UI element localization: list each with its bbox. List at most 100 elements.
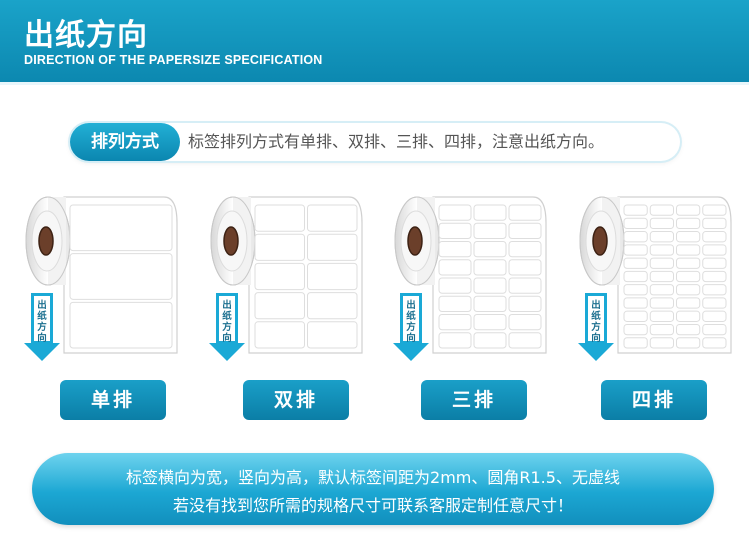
label-cell (649, 231, 674, 243)
label-cell (254, 204, 305, 232)
arrangement-option-4[interactable]: 四排 (601, 380, 707, 420)
feed-direction-char: 出 (591, 299, 601, 311)
label-cell (702, 204, 727, 216)
label-cell (623, 244, 648, 256)
arrangement-option-3[interactable]: 三排 (421, 380, 527, 420)
page-subtitle: DIRECTION OF THE PAPERSIZE SPECIFICATION (24, 53, 323, 67)
label-cell (473, 204, 507, 221)
page-title: 出纸方向 (24, 18, 148, 53)
feed-direction-char: 向 (591, 332, 601, 344)
label-cell (676, 244, 701, 256)
label-cell (676, 337, 701, 349)
label-cell (69, 253, 173, 300)
label-cell (649, 323, 674, 336)
header-banner: 出纸方向 DIRECTION OF THE PAPERSIZE SPECIFIC… (0, 0, 749, 82)
label-cell (676, 270, 701, 283)
roll-core (592, 226, 608, 256)
arrangement-option-1[interactable]: 单排 (60, 380, 166, 420)
label-cell (623, 323, 648, 336)
label-cell (307, 321, 358, 349)
label-cell (508, 314, 542, 331)
label-cell (702, 257, 727, 269)
label-cell (254, 292, 305, 320)
label-cell (649, 337, 674, 349)
feed-direction-char: 纸 (591, 310, 601, 322)
label-cell (702, 231, 727, 243)
label-cell (438, 204, 472, 221)
label-cell (473, 295, 507, 312)
feed-direction-char: 出 (222, 299, 232, 311)
label-cell (702, 284, 727, 296)
label-cell (307, 292, 358, 320)
feed-direction-char: 向 (222, 332, 232, 344)
label-cell (69, 204, 173, 252)
footer-line-2: 若没有找到您所需的规格尺寸可联系客服定制任意尺寸！ (172, 496, 573, 515)
label-cell (473, 222, 507, 239)
label-cell (307, 233, 358, 261)
label-cell (676, 297, 701, 309)
label-cell (254, 262, 305, 291)
label-cell (438, 222, 472, 239)
label-cell (702, 244, 727, 256)
arrangement-tag: 排列方式 (70, 123, 180, 161)
feed-direction-char: 方 (222, 321, 232, 333)
label-cell (702, 323, 727, 336)
feed-direction-char: 纸 (222, 310, 232, 322)
label-cell (473, 277, 507, 294)
label-cell (649, 310, 674, 322)
feed-direction-char: 向 (37, 332, 47, 344)
label-cell (508, 241, 542, 258)
label-cell (649, 270, 674, 283)
label-cell (649, 244, 674, 256)
label-roll-4: 出纸方向 (576, 193, 736, 368)
label-cell (702, 270, 727, 283)
label-cell (623, 217, 648, 230)
label-cell (676, 284, 701, 296)
label-cell (438, 277, 472, 294)
label-cell (623, 231, 648, 243)
feed-direction-char: 纸 (37, 310, 47, 322)
label-roll-1: 出纸方向 (22, 193, 182, 368)
feed-direction-char: 出 (37, 299, 47, 311)
label-cell (508, 332, 542, 349)
label-cell (676, 257, 701, 269)
roll-core (407, 226, 423, 256)
label-cell (473, 241, 507, 258)
arrangement-description: 标签排列方式有单排、双排、三排、四排，注意出纸方向。 (188, 132, 605, 151)
label-cell (508, 204, 542, 221)
label-cell (438, 295, 472, 312)
label-cell (508, 277, 542, 294)
label-cell (676, 231, 701, 243)
header-divider (0, 82, 749, 85)
feed-direction-char: 纸 (406, 310, 416, 322)
label-cell (649, 204, 674, 216)
label-cell (702, 217, 727, 230)
label-cell (702, 337, 727, 349)
label-cell (438, 314, 472, 331)
label-roll-2: 出纸方向 (207, 193, 367, 368)
feed-direction-char: 出 (406, 299, 416, 311)
label-cell (623, 310, 648, 322)
feed-direction-char: 方 (591, 321, 601, 333)
label-cell (508, 222, 542, 239)
label-cell (649, 257, 674, 269)
label-cell (623, 337, 648, 349)
label-cell (69, 301, 173, 349)
feed-direction-char: 方 (406, 321, 416, 333)
footer-note: 标签横向为宽，竖向为高，默认标签间距为2mm、圆角R1.5、无虚线 若没有找到您… (32, 453, 714, 525)
label-cell (676, 217, 701, 230)
feed-direction-char: 方 (37, 321, 47, 333)
label-cell (508, 259, 542, 276)
label-cell (508, 295, 542, 312)
footer-line-1: 标签横向为宽，竖向为高，默认标签间距为2mm、圆角R1.5、无虚线 (126, 468, 620, 487)
label-cell (649, 217, 674, 230)
label-cell (254, 321, 305, 349)
roll-core (223, 226, 239, 256)
label-cell (623, 297, 648, 309)
label-cell (438, 259, 472, 276)
label-cell (438, 241, 472, 258)
label-cell (702, 297, 727, 309)
arrangement-option-2[interactable]: 双排 (243, 380, 349, 420)
label-cell (254, 233, 305, 261)
label-cell (676, 204, 701, 216)
